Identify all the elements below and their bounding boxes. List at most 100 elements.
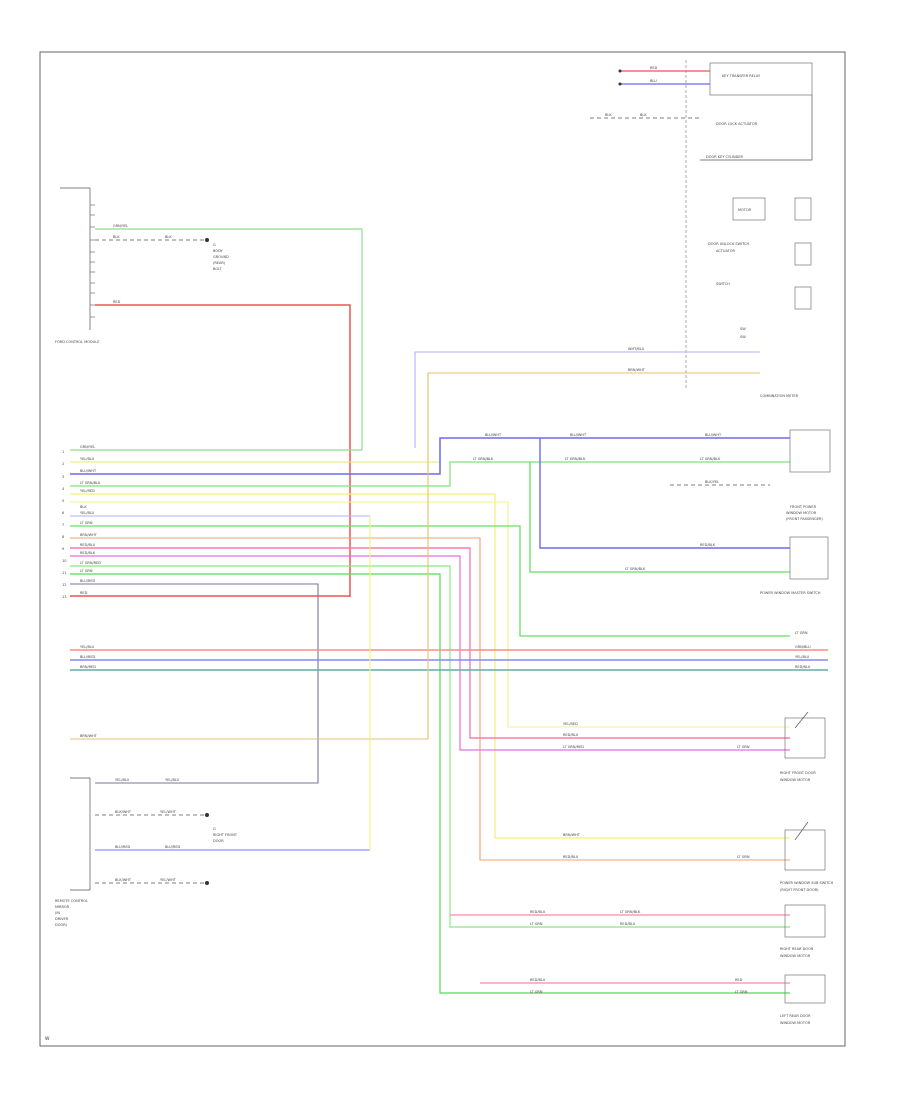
lr-red: RED xyxy=(735,978,743,982)
sub-switch-label: FRONT POWER xyxy=(790,505,817,509)
mirror-wire-4: BLU/RED xyxy=(115,845,131,849)
pin-label-4: YEL/RED xyxy=(80,489,95,493)
lf-motor-box xyxy=(784,829,826,871)
rs-label-5: LT GRN/BLK xyxy=(700,457,721,461)
sub-switch-label-2: WINDOW MOTOR xyxy=(786,511,817,515)
left-module-pin-ticks xyxy=(90,204,95,318)
rr-lt-grn-blk: LT GRN/BLK xyxy=(620,910,641,914)
mirror-ground-2 xyxy=(205,881,209,885)
pin-num-g: 7 xyxy=(62,523,64,527)
rf-motor-box xyxy=(784,717,826,759)
wire-pin-lt-grn-2 xyxy=(70,573,790,994)
lower-pin-label-1: BLU/RED xyxy=(80,655,96,659)
pin-label-1: YEL/BLU xyxy=(80,457,95,461)
sw-label-2: SW xyxy=(740,335,746,339)
pin-num-c: 3 xyxy=(62,475,64,479)
lf-motor-label-2: (RIGHT FRONT DOOR) xyxy=(780,888,819,892)
wire-label-blk-actuator-2: BLK xyxy=(640,113,647,117)
rs-lt-grn-top: LT GRN xyxy=(795,631,808,635)
rr-motor-label-2: WINDOW MOTOR xyxy=(780,954,811,958)
lf-switch-symbol xyxy=(794,821,809,841)
ground-text-3: (REAR) xyxy=(213,261,226,265)
motor-connector xyxy=(794,197,812,221)
mirror-text-2: (IN xyxy=(55,911,60,915)
ground-text-1: BODY xyxy=(213,249,224,253)
lower-pin-label-2: BRN/RED xyxy=(80,665,96,669)
footer-code: W xyxy=(45,1036,50,1042)
rs-yel-blu: YEL/BLU xyxy=(795,655,810,659)
pin-num-k: 11 xyxy=(62,571,66,575)
pin-label-14: RED xyxy=(80,591,88,595)
motor-label: MOTOR xyxy=(738,208,752,212)
mirror-wire-3: YEL/WHT xyxy=(160,810,177,814)
relay-conn-2 xyxy=(618,82,622,86)
mirror-wire-0: YEL/BLU xyxy=(115,778,130,782)
wire-grn-yel-top xyxy=(95,228,363,450)
pin-num-i: 9 xyxy=(62,547,64,551)
pin-label-7: LT GRN xyxy=(80,521,93,525)
actuator-line xyxy=(700,95,813,161)
wire-label-blk-2: BLK xyxy=(165,235,172,239)
sub-switch-label-3: (FRONT PASSENGER) xyxy=(786,517,823,521)
rs-red-blu: RED/BLU xyxy=(795,665,811,669)
ground-point xyxy=(205,238,209,242)
wire-lower-4 xyxy=(70,373,429,740)
unlock-sw-label-2: ACTUATOR xyxy=(716,249,735,253)
pin-num-f: 6 xyxy=(62,511,64,515)
pin-label-0: GRN/YEL xyxy=(80,445,95,449)
rs-label-0: BLU/WHT xyxy=(485,433,502,437)
rs-grn-blu: GRN/BLU xyxy=(795,645,811,649)
rf-yel-red: YEL/RED xyxy=(563,722,578,726)
wire-wht-blu-meter xyxy=(414,351,760,448)
mirror-switch: YEL/BLU YEL/BLU BLK/WHT YEL/WHT G RIGHT … xyxy=(55,516,371,927)
mirror-gnd-text-2: DOOR xyxy=(213,839,224,843)
meter-wire-1: WHT/BLU xyxy=(628,347,645,351)
meter-label: COMBINATION METER xyxy=(760,394,799,398)
pin-num-h: 8 xyxy=(62,535,64,539)
rs-label-1: LT GRN/BLK xyxy=(473,457,494,461)
motor-box xyxy=(732,197,766,221)
rs-lt-grn-blk-2: LT GRN/BLK xyxy=(625,567,646,571)
rr-red-blu-2: RED/BLU xyxy=(620,922,636,926)
mirror-switch-bracket xyxy=(70,777,91,891)
pin-num-a: 1 xyxy=(62,450,64,454)
lower-pin-label-3: BRN/WHT xyxy=(80,734,98,738)
mirror-ground-1 xyxy=(205,813,209,817)
unlock-sw-label: DOOR UNLOCK SWITCH xyxy=(708,242,749,246)
pin-label-13: BLU/RED xyxy=(80,579,96,583)
lr-motor-box xyxy=(784,974,826,1004)
rr-lt-grn: LT GRN xyxy=(530,922,543,926)
wire-label-blk-actuator: BLK xyxy=(605,113,612,117)
sw-label-1: SW xyxy=(740,327,746,331)
pin-label-8: BRN/WHT xyxy=(80,533,98,537)
wire-pin-blu-wht xyxy=(70,437,790,475)
sub-switch-box xyxy=(789,429,831,473)
mirror-gnd-text-1: RIGHT FRONT xyxy=(213,833,238,837)
pin-num-j: 10 xyxy=(62,559,66,563)
pin-num-b: 2 xyxy=(62,462,64,466)
pin-num-l: 12 xyxy=(62,583,66,587)
rs-blk: BLK/YEL xyxy=(705,480,719,484)
wire-pin-lt-grn-blk xyxy=(70,461,790,487)
wire-label-red-relay: RED xyxy=(650,66,658,70)
lf-lt-grn: LT GRN xyxy=(737,855,750,859)
wire-pin-blk xyxy=(70,501,790,728)
key-cyl-sw: SWITCH xyxy=(716,282,730,286)
wire-label-grn-yel: GRN/YEL xyxy=(113,224,128,228)
pin-label-11: LT GRN/RED xyxy=(80,561,101,565)
lr-motor-label: LEFT REAR DOOR xyxy=(780,1014,811,1018)
meter-wire-2: BRN/WHT xyxy=(628,368,646,372)
lr-motor-label-2: WINDOW MOTOR xyxy=(780,1021,811,1025)
lr-lt-grn-2: LT GRN xyxy=(735,990,748,994)
pin-num-m: 13 xyxy=(62,595,66,599)
wire-red-top xyxy=(95,304,351,597)
rf-red-blu: RED/BLU xyxy=(563,733,579,737)
wire-pin-lt-grn-red xyxy=(70,565,790,928)
left-module: FORD CONTROL MODULE GRN/YEL BLK BLK G BO… xyxy=(55,187,363,597)
relay-box xyxy=(709,62,813,96)
pin-num-d: 4 xyxy=(62,487,65,491)
relay-label: KEY TRANSFER RELAY xyxy=(722,74,761,78)
wire-label-red: RED xyxy=(113,300,121,304)
right-circuits: BLU/WHT LT GRN/BLK BLU/WHT LT GRN/BLK BL… xyxy=(450,429,834,1025)
rr-motor-box xyxy=(784,904,826,938)
